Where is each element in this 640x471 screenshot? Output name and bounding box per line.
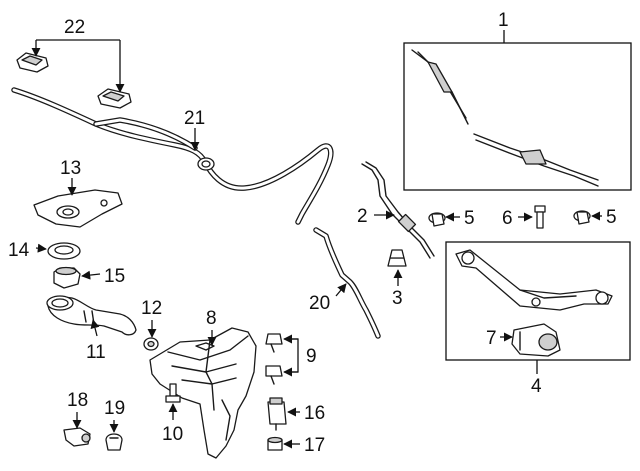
wiper-linkage[interactable] bbox=[455, 249, 613, 311]
level-sensor[interactable] bbox=[63, 427, 91, 447]
callout-20: 20 bbox=[309, 293, 330, 314]
callout-5a: 5 bbox=[464, 208, 475, 229]
leader-9-bracket bbox=[286, 338, 299, 373]
reservoir-seal[interactable] bbox=[47, 242, 81, 260]
clip-lower[interactable] bbox=[265, 365, 283, 385]
callout-8: 8 bbox=[206, 308, 217, 329]
callout-4: 4 bbox=[531, 376, 542, 397]
leader-14 bbox=[35, 243, 47, 253]
filler-neck[interactable] bbox=[46, 295, 137, 336]
callout-5b: 5 bbox=[606, 207, 617, 228]
callout-16: 16 bbox=[304, 403, 325, 424]
callout-21: 21 bbox=[184, 108, 205, 129]
washer-pump[interactable] bbox=[267, 397, 287, 431]
washer-reservoir[interactable] bbox=[149, 327, 257, 459]
bolt-6[interactable] bbox=[534, 205, 546, 229]
filler-cap[interactable] bbox=[53, 266, 81, 289]
wiper-blade-right[interactable] bbox=[473, 133, 599, 187]
clip-upper[interactable] bbox=[265, 333, 283, 353]
callout-7: 7 bbox=[486, 328, 497, 349]
callout-18: 18 bbox=[67, 390, 88, 411]
bolt-5-left[interactable] bbox=[428, 212, 446, 227]
callout-12: 12 bbox=[141, 298, 162, 319]
callout-11: 11 bbox=[86, 342, 106, 363]
wiper-blade-left[interactable] bbox=[411, 49, 469, 125]
callout-22: 22 bbox=[64, 17, 85, 38]
bolt[interactable] bbox=[165, 383, 181, 403]
callout-10: 10 bbox=[162, 424, 183, 445]
washer-nozzle-left[interactable] bbox=[16, 52, 49, 73]
callout-15: 15 bbox=[104, 266, 125, 287]
reservoir-bracket[interactable] bbox=[33, 189, 123, 228]
callout-2: 2 bbox=[357, 206, 368, 227]
callout-1: 1 bbox=[498, 10, 509, 31]
wiper-arm[interactable] bbox=[361, 161, 435, 259]
plug[interactable] bbox=[105, 433, 123, 451]
leader-15 bbox=[81, 270, 101, 280]
washer-tube[interactable] bbox=[313, 227, 381, 339]
arm-nut[interactable] bbox=[387, 249, 407, 267]
leader-20 bbox=[335, 283, 347, 297]
callout-14: 14 bbox=[8, 240, 30, 261]
callout-13: 13 bbox=[60, 158, 81, 179]
wiper-blade-box bbox=[403, 42, 632, 191]
leader-11 bbox=[90, 319, 100, 337]
pump-grommet[interactable] bbox=[267, 436, 283, 451]
grommet[interactable] bbox=[143, 337, 159, 351]
washer-nozzle-right[interactable] bbox=[97, 88, 132, 109]
callout-17: 17 bbox=[304, 435, 325, 456]
bolt-5-right[interactable] bbox=[573, 210, 591, 225]
callout-3: 3 bbox=[392, 288, 403, 309]
callout-6: 6 bbox=[502, 208, 513, 229]
wiper-linkage-box bbox=[445, 241, 631, 361]
callout-19: 19 bbox=[104, 398, 125, 419]
callout-9: 9 bbox=[306, 346, 317, 367]
washer-hose[interactable] bbox=[11, 87, 334, 225]
wiper-motor[interactable] bbox=[511, 323, 561, 357]
